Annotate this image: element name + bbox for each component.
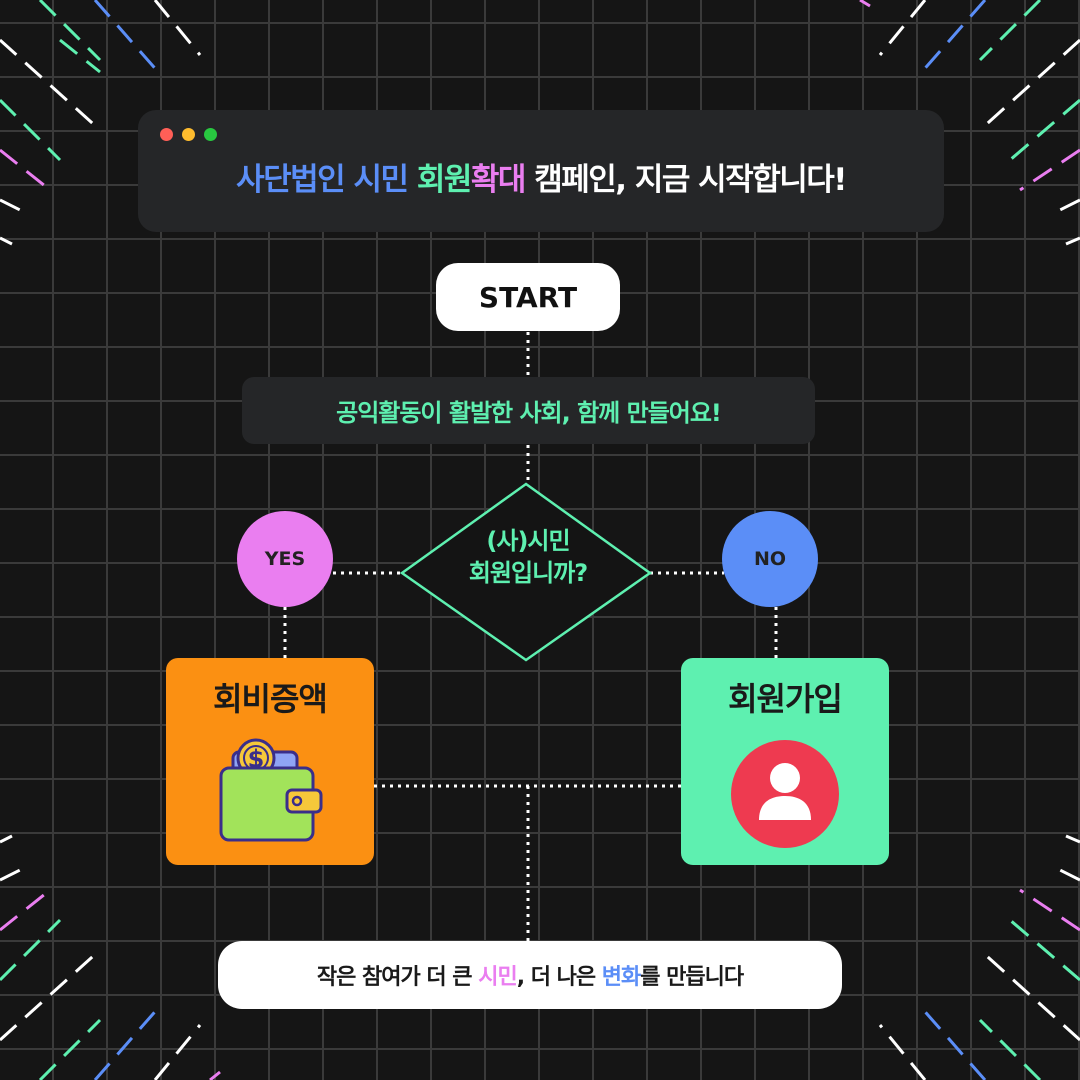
title-window: 사단법인 시민 회원확대 캠페인, 지금 시작합니다! (138, 110, 944, 232)
decorative-ray (918, 0, 987, 75)
decorative-ray (978, 0, 1042, 62)
decorative-ray (0, 918, 62, 982)
title-part-pink: 확대 (470, 162, 527, 198)
decorative-ray (0, 948, 102, 1042)
closing-part-blue: 변화 (601, 965, 641, 990)
decorative-ray (878, 0, 927, 56)
decorative-ray (1019, 148, 1080, 192)
decorative-ray (0, 864, 29, 882)
closing-part-3: , 더 나은 (516, 965, 596, 990)
decorative-ray (1065, 236, 1080, 246)
decorative-ray (0, 834, 13, 844)
closing-part-pink: 시민 (478, 965, 517, 990)
closing-part-5: 를 만듭니다 (640, 965, 744, 990)
increase-dues-card: 회비증액 $ (166, 658, 374, 865)
flow-connectors (283, 332, 778, 941)
title-part-white: 캠페인, 지금 시작합니다! (534, 162, 847, 198)
decorative-ray (153, 1024, 202, 1080)
decorative-ray (59, 38, 101, 74)
slogan-node: 공익활동이 활발한 사회, 함께 만들어요! (242, 377, 815, 444)
title-part-green: 회원 (416, 162, 473, 198)
decorative-ray (1009, 918, 1080, 982)
decorative-ray (209, 1070, 221, 1080)
page-title: 사단법인 시민 회원확대 캠페인, 지금 시작합니다! (138, 154, 944, 199)
increase-dues-title: 회비증액 (213, 680, 328, 718)
decorative-ray (1051, 864, 1080, 882)
decorative-ray (38, 0, 102, 62)
decorative-ray (1019, 888, 1080, 932)
window-maximize-dot (204, 128, 217, 141)
decorative-ray (0, 148, 51, 192)
decorative-ray (1009, 98, 1080, 162)
decorative-ray (0, 38, 102, 132)
start-node: START (436, 263, 620, 331)
decorative-ray (0, 236, 13, 246)
decorative-ray (1051, 198, 1080, 216)
question-line-1: (사)시민 (486, 527, 570, 555)
decorative-ray (978, 948, 1080, 1042)
window-minimize-dot (182, 128, 195, 141)
join-title: 회원가입 (728, 680, 843, 718)
decorative-ray (0, 888, 51, 932)
question-line-2: 회원입니까? (468, 559, 588, 587)
decorative-ray (38, 1018, 102, 1080)
decorative-ray (978, 1018, 1042, 1080)
user-icon (731, 740, 839, 848)
decorative-ray (978, 38, 1080, 132)
decorative-ray (918, 1005, 987, 1080)
decorative-ray (0, 198, 29, 216)
svg-text:$: $ (248, 745, 265, 773)
decorative-ray (1065, 834, 1080, 844)
decorative-ray (859, 0, 871, 8)
join-card: 회원가입 (681, 658, 889, 865)
window-close-dot (160, 128, 173, 141)
yes-node: YES (237, 511, 333, 607)
decorative-ray (878, 1024, 927, 1080)
title-part-blue: 사단법인 시민 (236, 162, 409, 198)
decorative-ray (153, 0, 202, 56)
decorative-ray (93, 1005, 162, 1080)
no-node: NO (722, 511, 818, 607)
wallet-coin-icon: $ (219, 738, 323, 842)
decorative-ray (0, 98, 62, 162)
decision-diamond (399, 482, 653, 662)
decision-question: (사)시민 회원입니까? (440, 525, 616, 589)
closing-part-1: 작은 참여가 더 큰 (316, 965, 473, 990)
decorative-ray (93, 0, 162, 75)
